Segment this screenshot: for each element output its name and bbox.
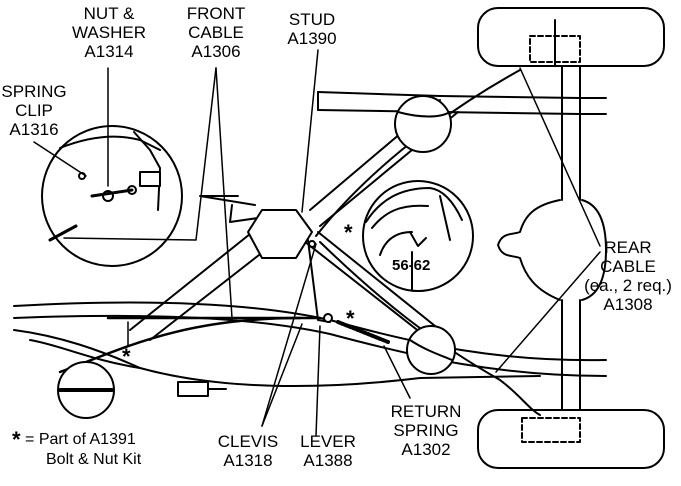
- label-stud: STUD A1390: [287, 10, 337, 48]
- label-return-spring: RETURN SPRING A1302: [390, 402, 462, 459]
- detail-circle-clip: [41, 125, 183, 267]
- upper-wheel: [477, 7, 665, 67]
- label-lever: LEVER A1388: [300, 432, 356, 470]
- lever-assembly: [307, 239, 333, 323]
- upper-frame-rail: [317, 91, 607, 115]
- label-nut-washer: NUT & WASHER A1314: [72, 4, 146, 61]
- asterisk-markers: * * *: [122, 220, 355, 369]
- label-rear-cable: REAR CABLE (ea., 2 req.) A1308: [584, 238, 672, 314]
- asterisk-stud: *: [344, 220, 353, 245]
- lower-wheel: [477, 409, 665, 469]
- key-legend: * = Part of A1391: [12, 427, 136, 452]
- rear-axle: [497, 65, 607, 411]
- asterisk-clevis: *: [346, 306, 355, 331]
- key-line1: Part of A1391: [38, 431, 136, 448]
- label-clevis: CLEVIS A1318: [217, 432, 279, 470]
- rear-cables: [315, 69, 541, 416]
- label-spring-clip: SPRING CLIP A1316: [1, 82, 67, 139]
- label-front-cable: FRONT CABLE A1306: [186, 4, 246, 61]
- years-label: 56-62: [392, 257, 430, 274]
- leader-lines: [33, 49, 601, 437]
- key-equals: =: [25, 431, 35, 448]
- asterisk-frame: *: [122, 344, 131, 369]
- key-asterisk: *: [12, 427, 21, 452]
- detail-circle-rear: [362, 95, 474, 375]
- key-line2: Bolt & Nut Kit: [46, 451, 142, 468]
- key-line2-wrap: Bolt & Nut Kit: [46, 450, 141, 469]
- return-spring: [336, 320, 390, 344]
- detail-circle-cable-end: [57, 361, 115, 419]
